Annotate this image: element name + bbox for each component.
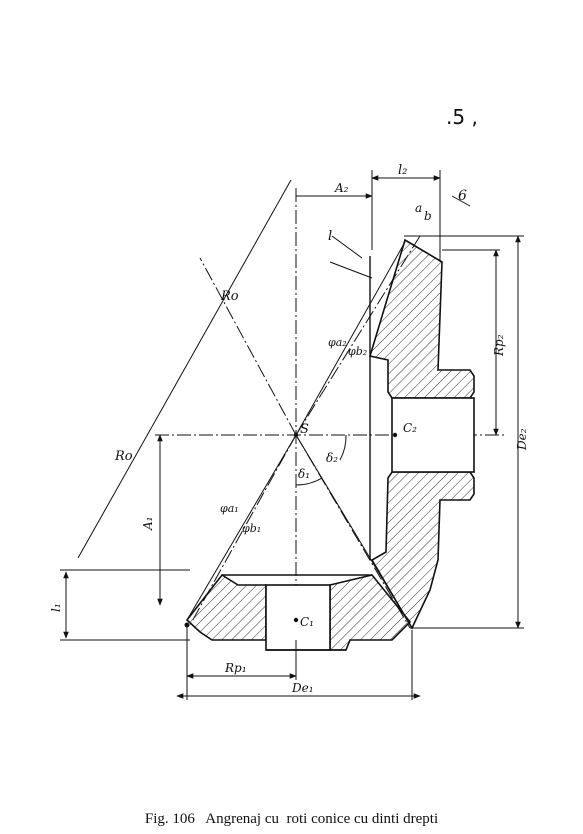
gear-2-section — [368, 238, 475, 630]
label-C2: C₂ — [403, 421, 417, 435]
figure-caption: Fig. 106 Angrenaj cu roti conice cu dint… — [144, 811, 439, 827]
label-phi-b1: φb₁ — [242, 522, 261, 535]
label-delta1: δ₁ — [298, 467, 310, 481]
label-b: b — [424, 209, 432, 223]
label-six: 6 — [458, 188, 467, 204]
gear-1-section — [185, 573, 412, 651]
label-phi-b2: φb₂ — [348, 345, 367, 358]
drawing-labels: l₂ A₂ a b 6 l Ro Ro φa₂ φb₂ Rp₂ De₂ S C₂… — [49, 163, 529, 695]
label-ro-lower: Ro — [114, 449, 133, 464]
gear-2-lower-body — [370, 471, 475, 630]
point-markers — [184, 432, 398, 628]
gear-1-bore — [265, 584, 331, 651]
angle-arcs — [295, 434, 347, 486]
label-delta2: δ₂ — [326, 451, 338, 465]
label-l1: l₁ — [49, 603, 63, 612]
label-a: a — [415, 201, 422, 215]
label-ro-upper: Ro — [220, 289, 239, 304]
label-rp2: Rp₂ — [492, 334, 506, 357]
label-S: S — [300, 422, 309, 437]
gear-2-upper-body — [368, 238, 475, 399]
dimension-lines — [60, 170, 524, 700]
label-phi-a2: φa₂ — [328, 336, 347, 349]
gear-1-left-body — [185, 573, 267, 641]
label-A2: A₂ — [334, 181, 349, 195]
label-de2: De₂ — [515, 428, 529, 451]
page-number: .5 , — [446, 105, 478, 129]
label-A1: A₁ — [141, 517, 155, 531]
label-de1: De₁ — [291, 681, 314, 695]
gear-2-bore — [391, 397, 475, 473]
label-C1: C₁ — [300, 615, 314, 629]
label-l: l — [328, 229, 332, 244]
label-l2: l₂ — [398, 163, 407, 178]
label-phi-a1: φa₁ — [220, 502, 239, 515]
label-rp1: Rp₁ — [224, 661, 247, 675]
